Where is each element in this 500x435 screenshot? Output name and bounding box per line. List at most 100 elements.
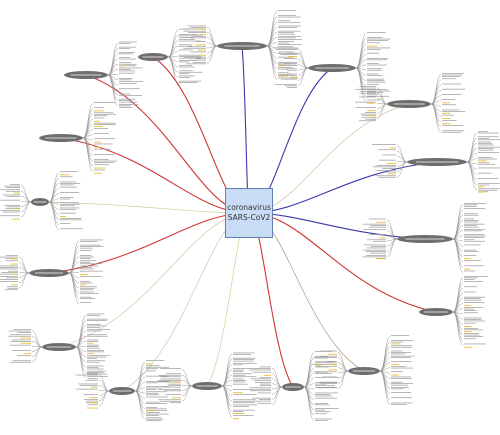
branch-bottom-right-1-leaf-connector	[337, 370, 349, 389]
branch-bottom-2-leaf-text	[167, 383, 181, 385]
branch-upper-left-3-leaf-text	[94, 162, 114, 163]
branch-bottom-right-1-leaf-highlight	[391, 374, 399, 376]
branch-right-1-leaf-connector	[376, 103, 388, 115]
branch-top-right-1-leaf-text	[367, 42, 380, 44]
branch-bottom-1-leaf-text	[315, 413, 328, 415]
branch-left-1-leaf-text	[7, 286, 18, 288]
branch-right-3-leaf-text	[369, 234, 386, 235]
branch-bottom-left-1-leaf-text	[83, 394, 98, 395]
branch-bottom-left-1-leaf-text	[146, 420, 162, 422]
branch-bottom-1-leaf-text	[249, 369, 271, 371]
branch-bottom-2-leaf-highlight	[170, 381, 181, 383]
branch-left-1-leaf-text	[80, 281, 91, 282]
branch-bottom-2-leaf-connector	[221, 385, 233, 407]
branch-upper-left-2-leaf-text	[179, 77, 191, 78]
branch-bottom-left-1-leaf-text	[87, 404, 98, 406]
branch-upper-left-1-leaf-text	[119, 98, 136, 100]
branch-right-1-leaf-text	[359, 120, 376, 122]
branch-upper-left-1-leaf-text	[119, 107, 133, 108]
central-topic-node[interactable]: coronavirus SARS-CoV2	[225, 188, 273, 238]
branch-right-4-leaf-text	[464, 338, 476, 340]
branch-bottom-left-2-leaf-connector	[31, 346, 43, 363]
branch-bottom-left-2-leaf-connector	[75, 346, 87, 368]
branch-bottom-1-leaf-connector	[303, 386, 315, 416]
branch-left-1-leaf-connector	[18, 272, 30, 284]
branch-bottom-right-1-leaf-text	[320, 383, 337, 384]
branch-bottom-left-2-leaf-text	[87, 339, 99, 341]
branch-bottom-left-2-leaf-text	[87, 318, 108, 320]
branch-bottom-1-leaf-text	[252, 368, 271, 369]
branch-bottom-right-1-leaf-text	[391, 388, 404, 390]
branch-upper-left-2-leaf-text	[179, 73, 190, 75]
branch-upper-left-2-leaf-text	[179, 45, 193, 47]
branch-right-4-leaf-text	[464, 298, 481, 299]
branch-right-2-leaf-text	[478, 139, 500, 141]
branch-top-right-1-leaf-connector	[355, 33, 367, 69]
branch-right-3-leaf-text	[464, 206, 477, 207]
branch-right-2-leaf-text	[381, 168, 396, 169]
branch-left-2-leaf-highlight	[60, 174, 69, 176]
branch-right-3-leaf-text	[464, 225, 477, 226]
branch-right-2-leaf-text	[478, 167, 500, 169]
branch-right-4-leaf-text	[464, 281, 484, 282]
branch-left-2-leaf-text	[60, 207, 80, 209]
branch-bottom-left-1-leaf-text	[86, 400, 98, 402]
branch-right-2-leaf-text	[478, 137, 490, 139]
branch-bottom-1-node-label-mark	[285, 386, 301, 388]
branch-bottom-right-1-leaf-connector	[337, 357, 349, 372]
branch-top-right-1-leaf-text	[367, 73, 379, 75]
branch-bottom-1-leaf-highlight	[263, 375, 271, 376]
branch-left-1-leaf-text	[80, 296, 92, 298]
branch-right-4-leaf-text	[464, 328, 478, 329]
branch-left-1-leaf-text	[1, 272, 19, 273]
branch-right-2-node-label-mark	[416, 161, 458, 163]
branch-left-1-leaf-text	[80, 267, 92, 268]
branch-bottom-1-leaf-text	[249, 387, 271, 389]
branch-bottom-1-leaf-text	[250, 378, 271, 380]
branch-bottom-1-leaf-text	[315, 385, 335, 386]
branch-bottom-2-leaf-text	[233, 364, 244, 366]
branch-bottom-2-leaf-text	[159, 400, 181, 402]
branch-bottom-left-2-leaf-connector	[31, 330, 43, 348]
branch-bottom-left-2-leaf-text	[87, 356, 107, 358]
branch-right-3-leaf-text	[464, 204, 478, 206]
branch-bottom-1-leaf-text	[257, 403, 271, 404]
central-topic-line-1: coronavirus	[227, 203, 271, 212]
branch-bottom-right-1-leaf-text	[391, 366, 406, 367]
branch-right-3-leaf-text	[464, 244, 481, 246]
branch-bottom-2-leaf-text	[168, 385, 181, 386]
branch-left-1-leaf-text	[80, 282, 93, 284]
branch-bottom-1-leaf-connector	[303, 386, 315, 421]
branch-left-1-leaf-text	[80, 256, 95, 258]
branch-left-1-leaf-connector	[18, 256, 30, 274]
branch-bottom-left-1-leaf-text	[146, 417, 162, 419]
branch-left-2-leaf-text	[60, 184, 75, 186]
branch-bottom-left-2-leaf-text	[87, 335, 108, 337]
branch-bottom-2-leaf-text	[157, 381, 181, 383]
branch-right-1-leaf-text	[359, 92, 376, 94]
branch-bottom-2-leaf-text	[158, 399, 181, 401]
branch-left-2-leaf-connector	[20, 201, 32, 218]
branch-bottom-2-leaf-text	[233, 415, 254, 416]
branch-right-1-leaf-connector	[430, 103, 442, 133]
branch-bottom-right-1-leaf-text	[391, 335, 410, 336]
branch-top-1-leaf-highlight	[199, 54, 206, 56]
branch-bottom-right-1-leaf-text	[391, 345, 413, 347]
branch-right-1-leaf-text	[365, 118, 376, 120]
branch-right-2-leaf-connector	[466, 142, 478, 163]
branch-bottom-2-leaf-text	[233, 409, 255, 411]
branch-bottom-1-leaf-text	[257, 392, 271, 394]
branch-upper-left-3-leaf-text	[94, 133, 109, 134]
branch-top-1-leaf-text	[278, 39, 302, 40]
branch-upper-left-1-leaf-text	[119, 78, 133, 79]
branch-bottom-left-1-leaf-text	[146, 391, 167, 393]
branch-bottom-left-1-leaf-text	[146, 394, 160, 396]
branch-left-1-leaf-text	[0, 256, 18, 258]
branch-upper-left-1-leaf-highlight	[119, 65, 126, 67]
branch-top-1-leaf-text	[278, 32, 294, 33]
branch-bottom-left-2-leaf-text	[87, 315, 100, 316]
branch-bottom-2-leaf-text	[233, 402, 255, 404]
branch-bottom-1-leaf-text	[315, 392, 338, 394]
branch-top-1-leaf-text	[195, 58, 206, 59]
branch-right-2-leaf-text	[375, 175, 396, 177]
